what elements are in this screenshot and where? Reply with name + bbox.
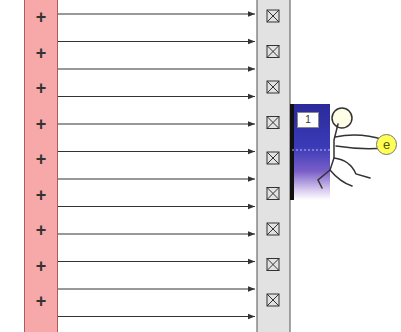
- field-line: [58, 206, 255, 207]
- gate-number-box: 1: [297, 112, 319, 128]
- field-line: [58, 14, 255, 15]
- charge-sign: +: [25, 292, 57, 310]
- electron-label: e: [383, 137, 390, 152]
- field-line: [58, 289, 255, 290]
- charge-sign: +: [25, 79, 57, 97]
- negative-plate: [257, 0, 290, 332]
- field-line: [58, 124, 255, 125]
- field-line: [58, 41, 255, 42]
- cross-symbol: [267, 294, 279, 306]
- field-lines: [58, 14, 255, 317]
- positive-plate: + + + + + + + + +: [24, 0, 58, 332]
- gate-box: [292, 104, 330, 200]
- charge-sign: +: [25, 150, 57, 168]
- field-line: [58, 151, 255, 152]
- charge-sign: +: [25, 221, 57, 239]
- field-line: [58, 96, 255, 97]
- stick-figure: [318, 108, 384, 188]
- gate-number: 1: [305, 113, 311, 127]
- cross-symbol: [267, 81, 279, 93]
- gate-edge: [290, 104, 294, 200]
- charge-sign: +: [25, 44, 57, 62]
- cross-symbol: [267, 259, 279, 271]
- charge-sign: +: [25, 257, 57, 275]
- gate-divider: [292, 150, 330, 151]
- cross-symbol: [267, 10, 279, 22]
- charge-sign: +: [25, 186, 57, 204]
- charge-sign: +: [25, 115, 57, 133]
- field-line: [58, 179, 255, 180]
- cross-symbol: [267, 46, 279, 58]
- charge-sign: +: [25, 8, 57, 26]
- field-line: [58, 316, 255, 317]
- cross-symbol: [267, 117, 279, 129]
- cross-symbol: [267, 223, 279, 235]
- field-line: [58, 261, 255, 262]
- cross-symbol: [267, 152, 279, 164]
- electron-circle: e: [376, 134, 397, 155]
- into-page-symbols: [267, 10, 279, 306]
- field-line: [58, 69, 255, 70]
- cross-symbol: [267, 188, 279, 200]
- field-line: [58, 234, 255, 235]
